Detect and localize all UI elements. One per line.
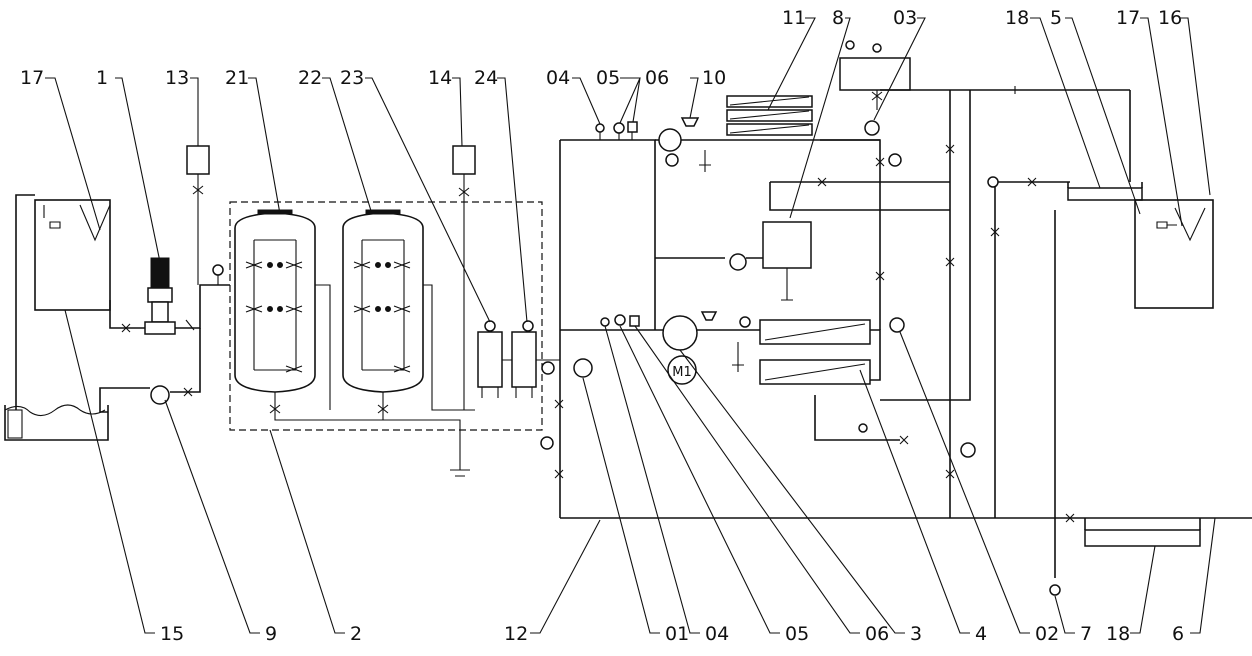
upper-pump (658, 128, 682, 152)
bottom-pool (4, 404, 109, 441)
label-06-bottom: 06 (865, 623, 889, 645)
dosing-tank-13 (186, 145, 210, 285)
label-04-top: 04 (546, 67, 570, 89)
label-01: 01 (665, 623, 689, 645)
cartridge-filter-24 (511, 320, 537, 398)
callout-leaders-top (45, 17, 1211, 323)
gauge-05-upper (613, 122, 625, 134)
gauge-bottom (858, 423, 868, 433)
pressure-gauge (212, 264, 224, 285)
label-18-top: 18 (1005, 7, 1029, 29)
label-23: 23 (340, 67, 364, 89)
intermediate-tank-8 (762, 221, 812, 269)
transfer-pump (729, 253, 747, 271)
label-02: 02 (1035, 623, 1059, 645)
motor-label: M1 (672, 365, 692, 380)
booster-pump (99, 328, 201, 413)
safety-valve-lower (700, 311, 718, 321)
raw-water-tank (34, 199, 111, 311)
label-05-top: 05 (596, 67, 620, 89)
inlet-meter (541, 361, 555, 375)
dosing-tank-14 (452, 145, 476, 410)
high-pressure-pump-3 (662, 315, 698, 351)
label-14: 14 (428, 67, 452, 89)
filter-vessel-22 (342, 209, 424, 393)
label-06-top: 06 (645, 67, 669, 89)
flow-meter-lower (960, 442, 976, 458)
label-17-right: 17 (1116, 7, 1140, 29)
label-5: 5 (1050, 7, 1062, 29)
label-11: 11 (782, 7, 806, 29)
label-3: 3 (910, 623, 922, 645)
label-17-left: 17 (20, 67, 44, 89)
label-18-bottom: 18 (1106, 623, 1130, 645)
label-04-bottom: 04 (705, 623, 729, 645)
valve-04-upper (595, 123, 605, 133)
label-15: 15 (160, 623, 184, 645)
label-16: 16 (1158, 7, 1182, 29)
label-12: 12 (504, 623, 528, 645)
valve-04-lower (600, 317, 610, 327)
product-trough-upper (1067, 187, 1143, 201)
pretreatment-module-boundary (229, 201, 543, 431)
top-tank (839, 57, 911, 91)
membrane-stack-lower (759, 319, 871, 385)
drain-valve-7 (1049, 584, 1061, 596)
flow-meter-03 (864, 120, 880, 136)
storage-tank-right (1134, 199, 1214, 309)
label-21: 21 (225, 67, 249, 89)
flow-meter-02 (889, 317, 905, 333)
label-22: 22 (298, 67, 322, 89)
sensor-06-upper (627, 121, 638, 133)
label-24: 24 (474, 67, 498, 89)
gauge-lower-right (739, 316, 751, 328)
multistage-pump (144, 257, 176, 335)
label-05-bottom: 05 (785, 623, 809, 645)
label-2: 2 (350, 623, 362, 645)
cartridge-filter-23 (477, 320, 503, 398)
label-7: 7 (1080, 623, 1092, 645)
motor-m1 (667, 355, 697, 385)
product-trough-lower (1084, 529, 1201, 547)
pressure-switch (540, 436, 554, 450)
filter-vessel-21 (234, 209, 316, 393)
label-6: 6 (1172, 623, 1184, 645)
gauge-right (987, 176, 999, 188)
label-03: 03 (893, 7, 917, 29)
callout-leaders-bottom (64, 309, 1216, 634)
label-8: 8 (832, 7, 844, 29)
label-10: 10 (702, 67, 726, 89)
label-4: 4 (975, 623, 987, 645)
label-13: 13 (165, 67, 189, 89)
gauge-05-lower (614, 314, 626, 326)
safety-valve-10 (680, 117, 700, 127)
label-1: 1 (96, 67, 108, 89)
inlet-sensor-01 (573, 358, 593, 378)
sensor-06-lower (629, 315, 640, 327)
flow-meter (888, 153, 902, 167)
membrane-stack-upper (726, 95, 813, 136)
upper-pump-motor (665, 153, 679, 167)
label-9: 9 (265, 623, 277, 645)
